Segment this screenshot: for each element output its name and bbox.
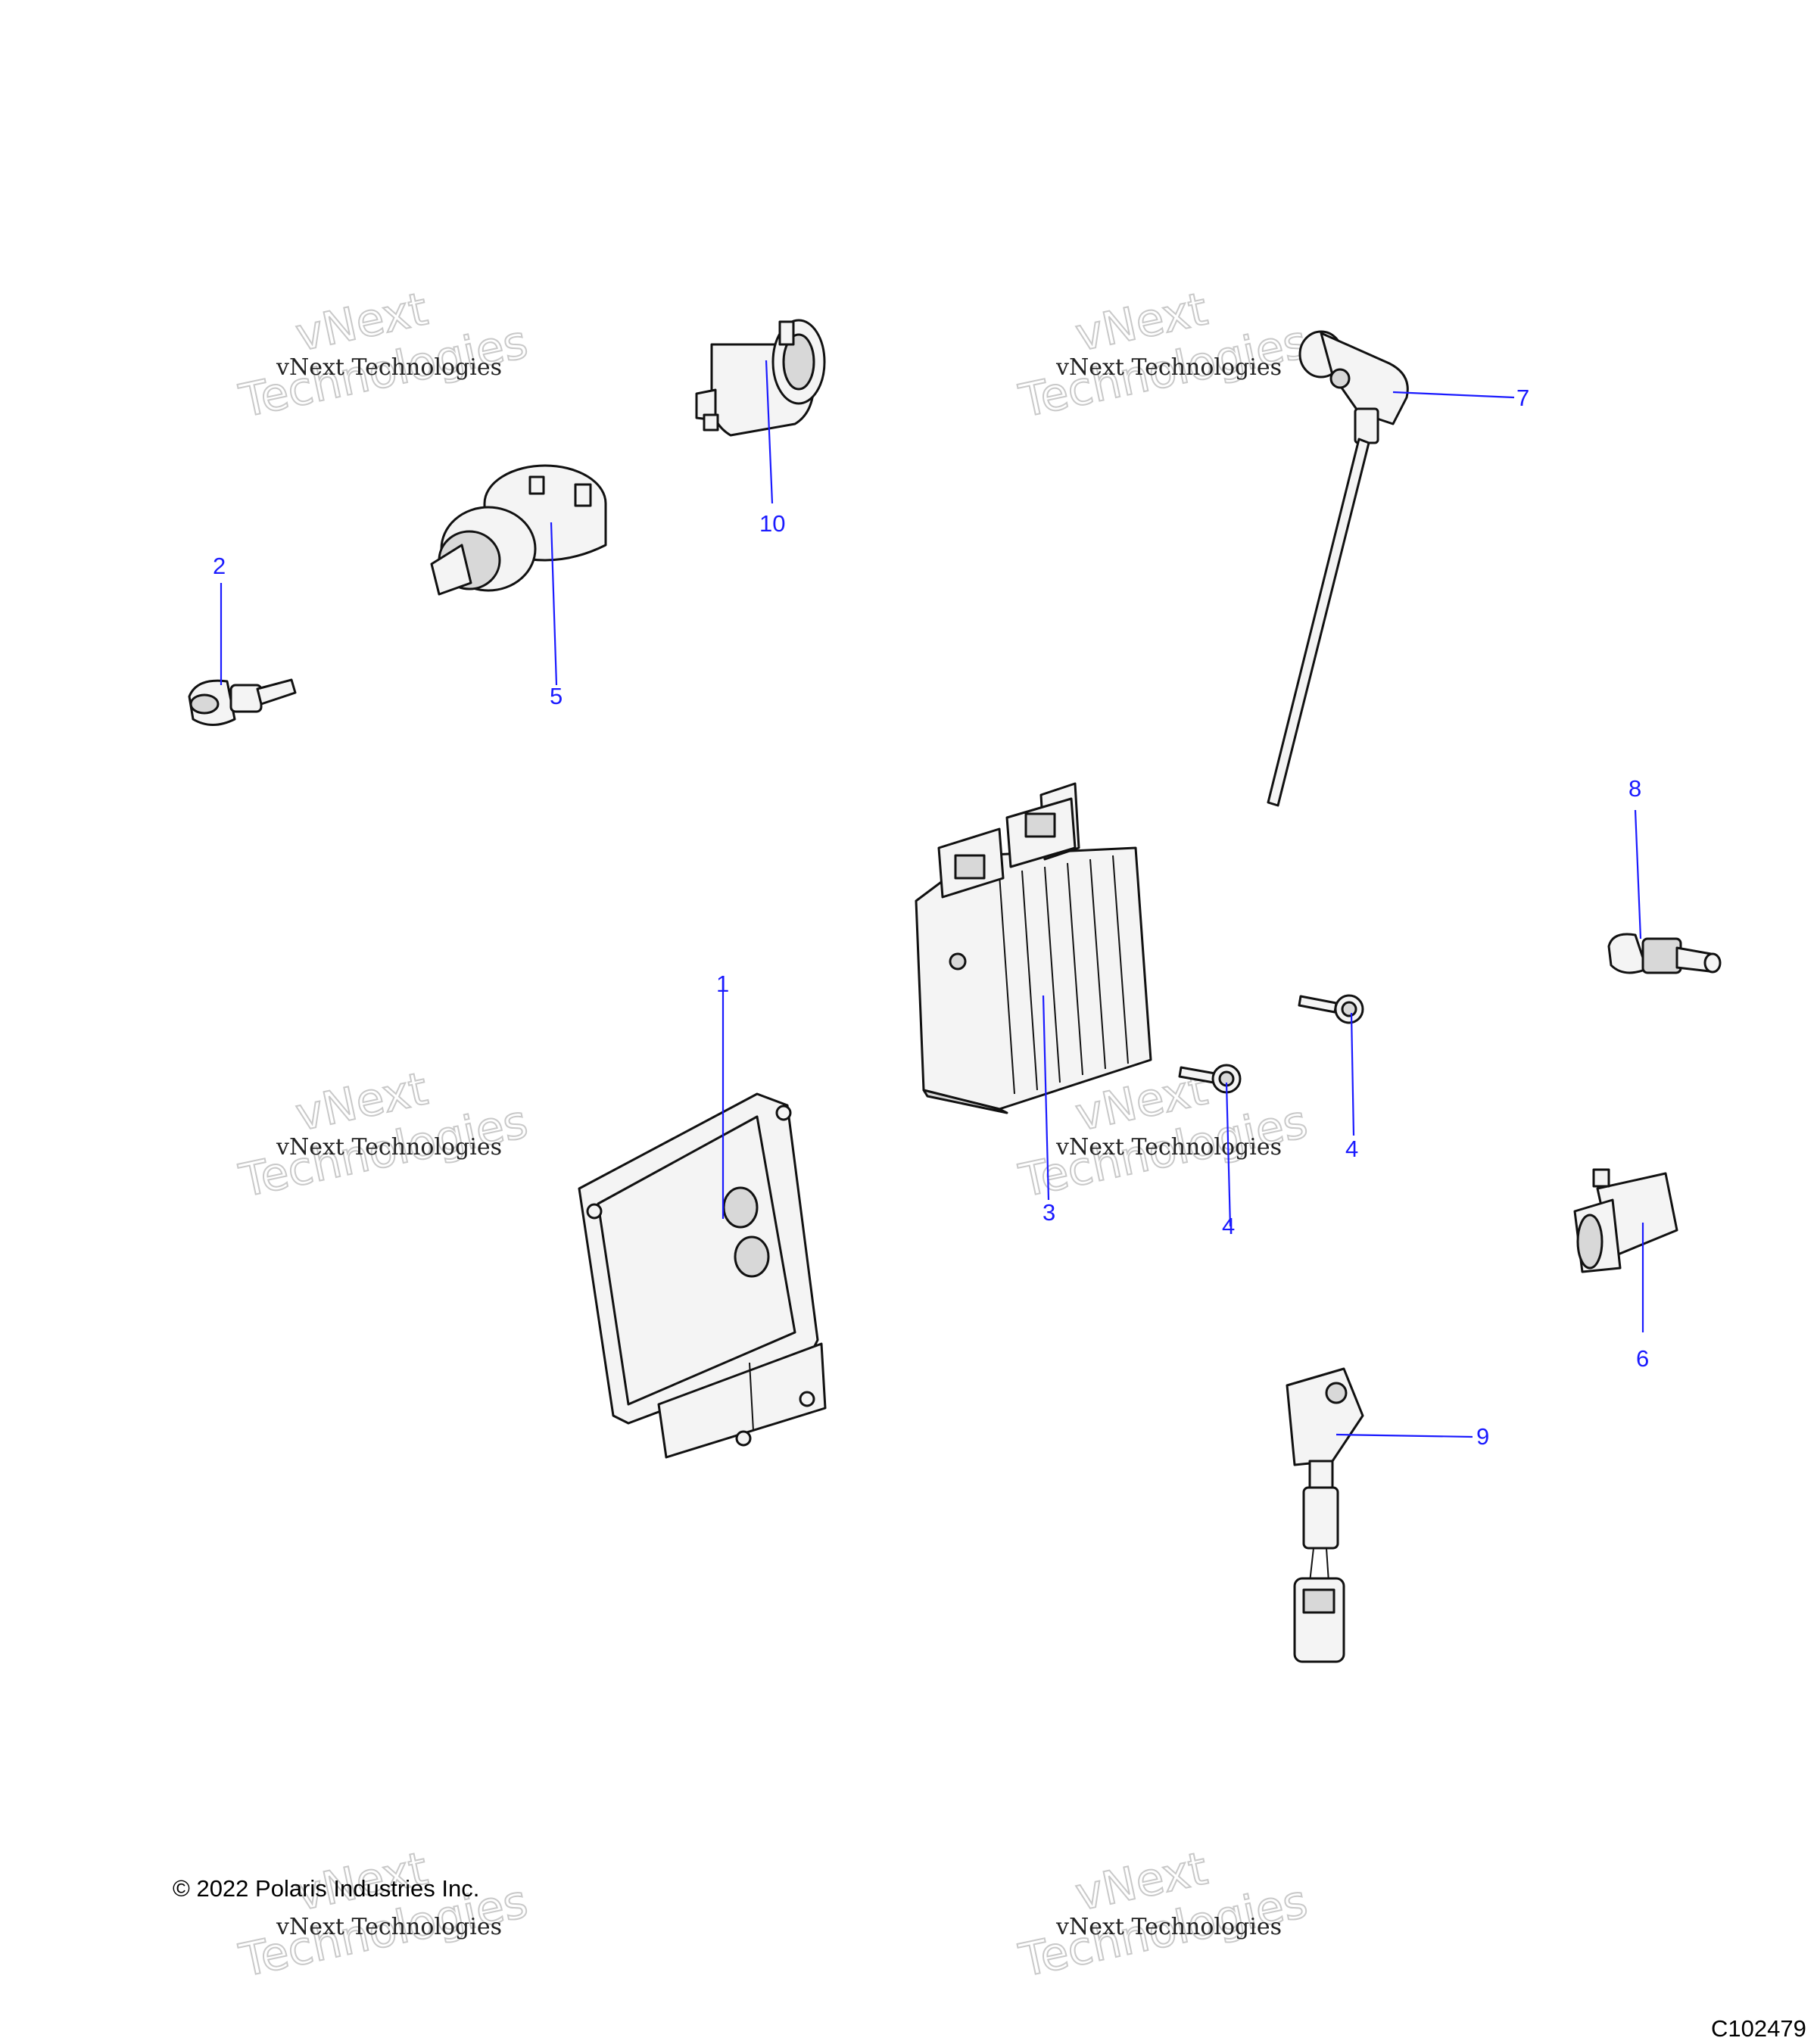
callout-8: 8 — [1628, 775, 1641, 802]
part-3-illustration — [915, 782, 1152, 1114]
part-4-illustration — [1178, 994, 1364, 1094]
callout-6: 6 — [1636, 1345, 1649, 1372]
part-7-illustration — [1267, 330, 1409, 807]
part-2-illustration — [188, 678, 297, 726]
svg-text:vNext Technologies: vNext Technologies — [1055, 1134, 1282, 1161]
callout-3: 3 — [1043, 1199, 1055, 1226]
callout-2: 2 — [213, 553, 226, 579]
part-8-illustration — [1607, 933, 1722, 974]
svg-text:vNext Technologies: vNext Technologies — [276, 1914, 502, 1940]
part-1-illustration — [578, 1092, 827, 1459]
watermark: vNext Technologies vNext Technologies — [1014, 282, 1313, 428]
figure-code: C102479 — [1711, 2015, 1806, 2042]
leader-lines — [220, 360, 1644, 1438]
watermark: vNext Technologies vNext Technologies — [234, 1061, 533, 1208]
watermark: vNext Technologies vNext Technologies — [234, 1841, 533, 1988]
svg-text:vNext Technologies: vNext Technologies — [1055, 1914, 1282, 1940]
svg-text:vNext Technologies: vNext Technologies — [276, 354, 502, 381]
callout-1: 1 — [716, 971, 729, 997]
callout-10: 10 — [759, 510, 785, 537]
callout-9: 9 — [1476, 1423, 1489, 1450]
part-5-illustration — [430, 464, 607, 596]
watermark: vNext Technologies vNext Technologies — [1014, 1841, 1313, 1988]
callout-4b: 4 — [1345, 1136, 1358, 1162]
svg-text:vNext Technologies: vNext Technologies — [1055, 354, 1282, 381]
part-10-illustration — [695, 319, 826, 437]
part-9-illustration — [1286, 1367, 1364, 1663]
callout-4a: 4 — [1222, 1213, 1235, 1239]
watermark: vNext Technologies vNext Technologies — [234, 282, 533, 428]
callout-5: 5 — [550, 683, 563, 709]
callout-7: 7 — [1516, 385, 1529, 411]
copyright-notice: © 2022 Polaris Industries Inc. — [173, 1875, 479, 1902]
part-6-illustration — [1573, 1168, 1678, 1273]
svg-text:vNext Technologies: vNext Technologies — [276, 1134, 502, 1161]
